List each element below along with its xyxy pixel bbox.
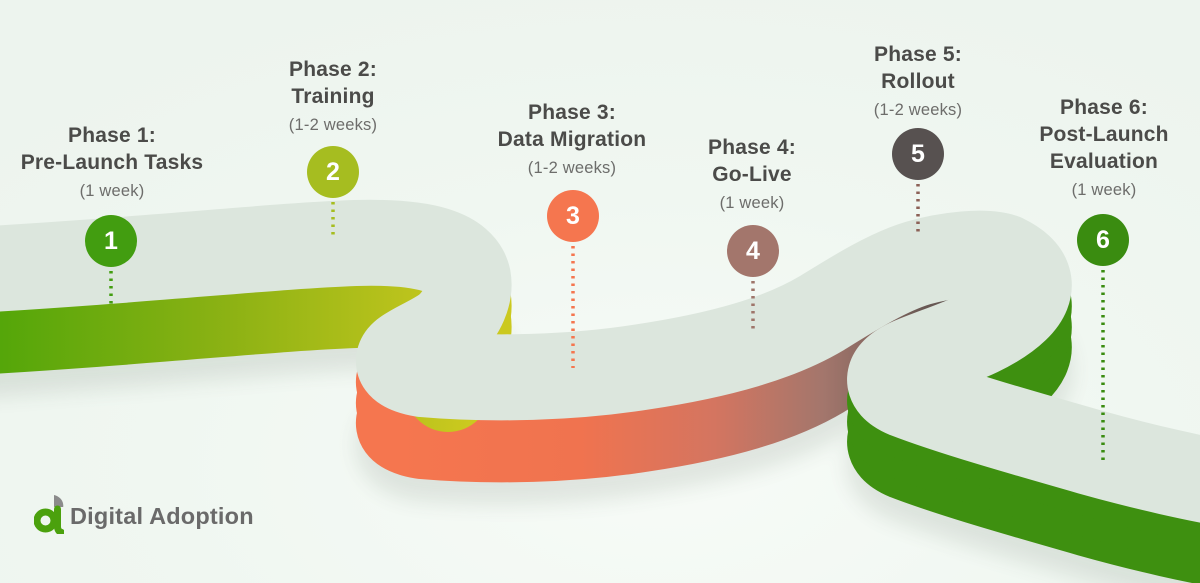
phase-5-number: 5 — [911, 139, 925, 168]
digital-adoption-logo-icon — [34, 495, 64, 534]
phase-6-marker: 6 — [1077, 214, 1129, 266]
phase-3-number: 3 — [566, 201, 580, 230]
phase-4-marker: 4 — [727, 225, 779, 277]
phase-4-number: 4 — [746, 236, 760, 265]
dotted-connectors — [109, 184, 1105, 462]
digital-adoption-logo: Digital Adoption — [34, 494, 254, 534]
phase-1-marker: 1 — [85, 215, 137, 267]
phase-5-marker: 5 — [892, 128, 944, 180]
phase-2-number: 2 — [326, 157, 340, 186]
phase-2-marker: 2 — [307, 146, 359, 198]
phase-6-number: 6 — [1096, 225, 1110, 254]
phase-1-number: 1 — [104, 226, 118, 255]
logo-wordmark: Digital Adoption — [70, 503, 254, 529]
phase-3-marker: 3 — [547, 190, 599, 242]
